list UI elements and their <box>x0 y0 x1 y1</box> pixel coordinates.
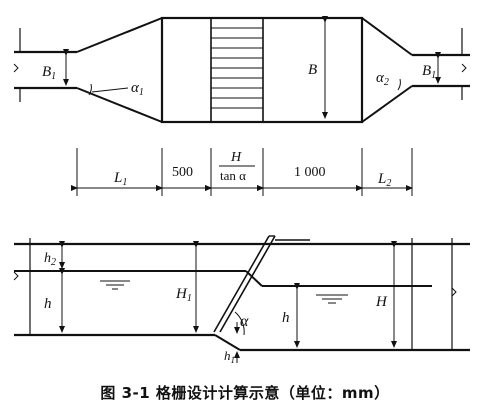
dimension-chain <box>71 148 413 196</box>
outlet-angle-label: α2 <box>376 70 389 88</box>
l2-label: L2 <box>377 171 391 189</box>
h-mid-label: h <box>282 310 290 326</box>
h-over-tan-num: H <box>230 150 242 165</box>
h2-label: h2 <box>44 251 56 268</box>
h-over-tan-den: tan α <box>220 168 246 183</box>
outlet-width-label: B1 <box>422 63 436 81</box>
inlet-width-label: B1 <box>42 64 56 82</box>
h-left-label: h <box>44 296 52 312</box>
h1-cap-label: H1 <box>175 286 192 304</box>
bar-screen-hatching <box>211 27 263 109</box>
section-view <box>13 235 470 363</box>
dim-500: 500 <box>172 165 193 180</box>
figure-caption: 图 3-1 格栅设计计算示意（单位：mm） <box>100 384 390 402</box>
chamber-width-label: B <box>308 62 317 78</box>
plan-view <box>13 16 470 124</box>
inlet-angle-label: α1 <box>131 80 144 98</box>
h1-bottom-label: h1 <box>224 348 235 365</box>
alpha-label: α <box>240 313 249 330</box>
h-right-label: H <box>375 294 388 310</box>
l1-label: L1 <box>113 170 127 188</box>
dim-1000: 1 000 <box>294 165 326 180</box>
